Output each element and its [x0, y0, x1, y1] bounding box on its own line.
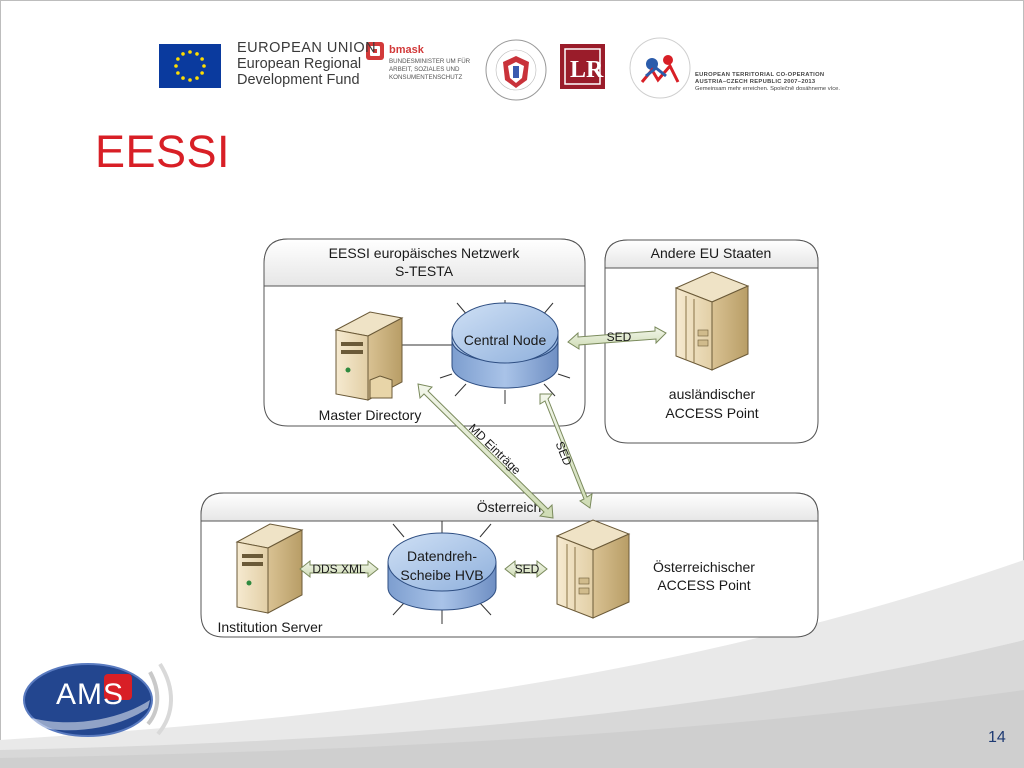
eu-star-icon	[200, 71, 204, 75]
eu-star-icon	[195, 76, 199, 80]
eu-text-line-1: EUROPEAN UNION	[237, 40, 377, 56]
eu-text-line-2: European Regional	[237, 56, 362, 72]
bmask-name: bmask	[389, 44, 424, 56]
eu-star-icon	[188, 78, 192, 82]
dds-xml-arrow: DDS XML	[299, 559, 379, 579]
eu-flag-icon	[159, 44, 221, 88]
page-number: 14	[988, 729, 1006, 746]
eu-star-icon	[200, 57, 204, 61]
other-eu-panel-title: Andere EU Staaten	[651, 245, 772, 261]
eu-fund-text: EUROPEAN UNION European Regional Develop…	[237, 40, 376, 88]
datendrehscheibe-label-line-2: Scheibe HVB	[400, 567, 483, 583]
master-directory-label: Master Directory	[319, 407, 422, 423]
austria-panel-title: Österreich	[477, 498, 542, 515]
datendrehscheibe-cylinder: Datendreh- Scheibe HVB	[387, 532, 497, 611]
central-node-label: Central Node	[464, 332, 547, 348]
eu-star-icon	[195, 52, 199, 56]
eessi-panel-title-line-1: EESSI europäisches Netzwerk	[329, 245, 521, 261]
central-node-rays	[439, 300, 571, 404]
foreign-access-point-server-icon	[674, 271, 750, 371]
eu-star-icon	[181, 52, 185, 56]
institution-server-icon	[235, 523, 304, 614]
datendrehscheibe-rays	[392, 521, 492, 624]
sed-arrow-top: SED	[567, 326, 667, 350]
austrian-access-point-label-line-2: ACCESS Point	[657, 577, 750, 593]
eessi-panel-title-line-2: S-TESTA	[395, 263, 454, 279]
ams-logo-icon	[23, 662, 173, 737]
background-swoosh	[0, 560, 1024, 768]
cooperation-logo-icon	[629, 37, 691, 99]
etc-line-3: Gemeinsam mehr erreichen. Společně dosáh…	[695, 86, 840, 92]
ams-logo-text: AMS	[56, 678, 125, 711]
etc-text: EUROPEAN TERRITORIAL CO-OPERATION AUSTRI…	[695, 72, 865, 93]
etc-line-2: AUSTRIA–CZECH REPUBLIC 2007–2013	[695, 79, 816, 85]
eu-star-icon	[181, 76, 185, 80]
eu-text-line-3: Development Fund	[237, 72, 360, 88]
eu-star-icon	[176, 57, 180, 61]
austrian-access-point-server-icon	[555, 519, 631, 619]
md-eintraege-label: MD Einträge	[466, 421, 524, 478]
sed-arrow-bottom: SED	[504, 559, 548, 579]
lr-logo-icon: LR	[560, 44, 605, 89]
svg-text:LR: LR	[570, 57, 604, 83]
institution-server-label: Institution Server	[217, 619, 322, 635]
eu-star-icon	[176, 71, 180, 75]
slide-title: EESSI	[95, 126, 231, 177]
master-directory-server-icon	[334, 311, 404, 401]
eu-star-icon	[202, 64, 206, 68]
eu-star-icon	[174, 64, 178, 68]
austrian-access-point-label-line-1: Österreichischer	[653, 558, 755, 575]
header-logos: LR	[159, 37, 691, 101]
chamber-seal-icon	[485, 39, 547, 101]
sed-diagonal-label: SED	[553, 439, 575, 467]
datendrehscheibe-label-line-1: Datendreh-	[407, 548, 477, 564]
etc-line-1: EUROPEAN TERRITORIAL CO-OPERATION	[695, 72, 825, 78]
bmask-subtitle: BUNDESMINISTER UM FÜR ARBEIT, SOZIALES U…	[389, 58, 471, 81]
foreign-access-point-label-line-2: ACCESS Point	[665, 405, 758, 421]
central-node-cylinder: Central Node	[451, 302, 559, 389]
sed-arrow-top-label: SED	[607, 330, 632, 344]
eu-star-icon	[188, 50, 192, 54]
sed-bottom-label: SED	[515, 562, 540, 576]
foreign-access-point-label-line-1: ausländischer	[669, 386, 756, 402]
dds-xml-label: DDS XML	[312, 562, 366, 576]
bmask-logo-icon	[366, 42, 384, 60]
